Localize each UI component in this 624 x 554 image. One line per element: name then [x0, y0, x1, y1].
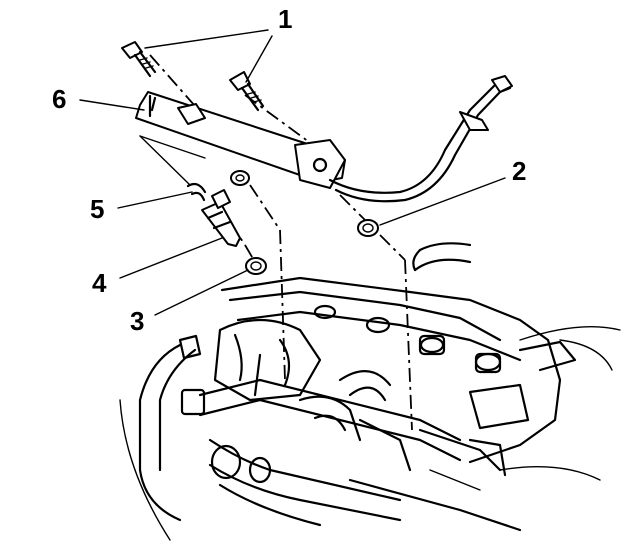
engine-block	[119, 242, 621, 541]
upper-o-ring	[230, 170, 379, 237]
leader-lines	[79, 29, 506, 316]
lower-o-ring	[245, 257, 267, 275]
fuel-line	[328, 75, 513, 203]
callout-3: 3	[130, 306, 144, 336]
callout-1: 1	[278, 4, 292, 34]
rail-bolt-left	[121, 41, 157, 78]
callout-4: 4	[92, 268, 107, 298]
callout-6: 6	[52, 84, 66, 114]
rail-bolt-right	[229, 71, 265, 112]
fuel-injector	[201, 189, 241, 247]
callout-5: 5	[90, 194, 104, 224]
callout-2: 2	[512, 156, 526, 186]
fuel-rail	[135, 91, 346, 189]
